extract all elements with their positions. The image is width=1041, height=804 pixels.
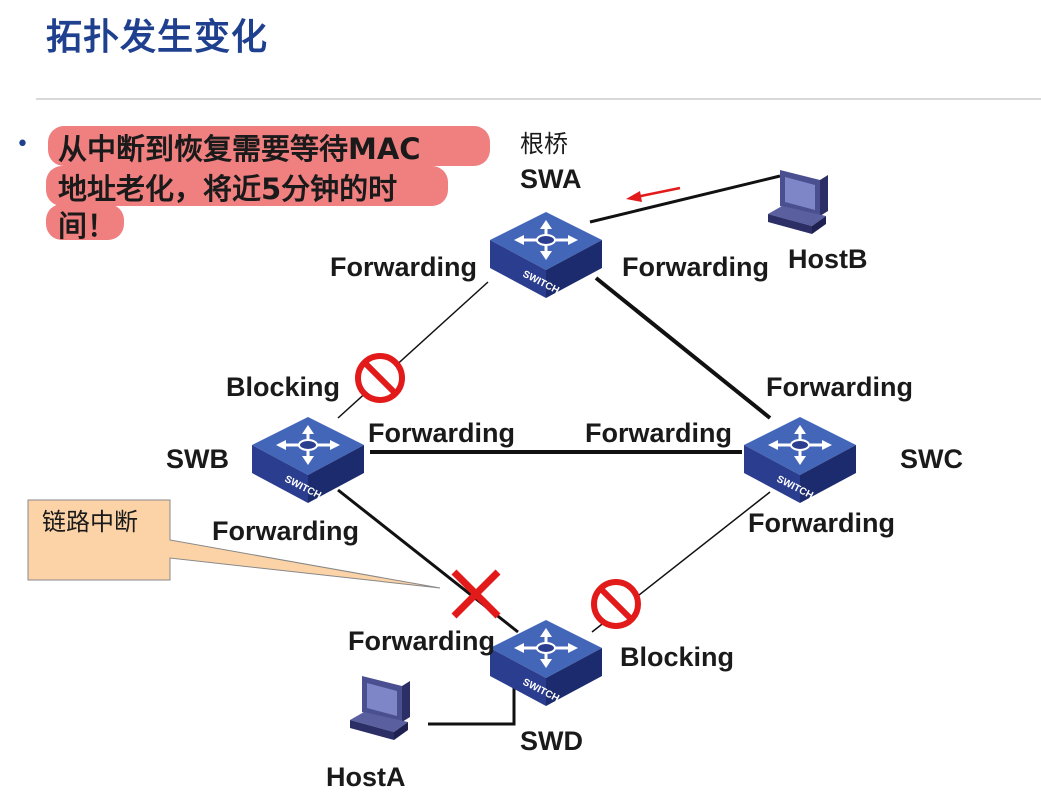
switch-icon-swc: SWITCH [742,415,858,505]
port-state-swd-right: Blocking [620,642,734,672]
link-swa-swb [337,281,489,419]
no-entry-icon-swd [594,582,638,626]
switch-icon-swd: SWITCH [488,618,604,708]
host-name-hostb: HostB [788,244,868,274]
red-arrow-icon [626,186,681,202]
port-state-swc-top: Forwarding [766,372,913,402]
computer-icon-hostb [768,170,828,234]
port-state-swd-top: Forwarding [348,626,495,656]
switch-icon-swa: SWITCH [488,210,604,300]
switch-name-swc: SWC [900,444,963,474]
computer-icon-hosta [350,676,410,740]
switch-name-swa: SWA [520,164,582,194]
port-state-swb-bottom: Forwarding [212,516,359,546]
no-entry-icon-swb [358,356,402,400]
highlight-line-2 [46,166,448,206]
port-state-swb-right: Forwarding [368,418,515,448]
link-failure-callout: 链路中断 [27,499,441,589]
port-state-swa-left: Forwarding [330,252,477,282]
callout-text: 链路中断 [42,508,138,536]
link-swd-hosta [428,676,516,726]
switch-name-swb: SWB [166,444,229,474]
title-divider [36,98,1041,100]
port-state-swb-top: Blocking [226,372,340,402]
port-state-swa-right: Forwarding [622,252,769,282]
page-title: 拓扑发生变化 [46,17,269,58]
link-swa-swc [594,276,772,420]
root-bridge-caption: 根桥 [520,130,568,158]
port-state-swc-left: Forwarding [585,418,732,448]
port-state-swc-bottom: Forwarding [748,508,895,538]
link-swa-hostb [589,174,781,224]
note-line-3: 间！ [58,209,117,243]
highlight-line-3 [46,204,124,240]
note-line-1: 从中断到恢复需要等待MAC [58,132,421,166]
highlight-line-1 [48,126,490,166]
note-line-2: 地址老化，将近5分钟的时 [58,172,398,206]
bullet-marker: • [16,132,29,157]
switch-icon-swb: SWITCH [250,415,366,505]
switch-name-swd: SWD [520,726,583,756]
host-name-hosta: HostA [326,762,406,792]
red-x-icon [451,569,501,619]
